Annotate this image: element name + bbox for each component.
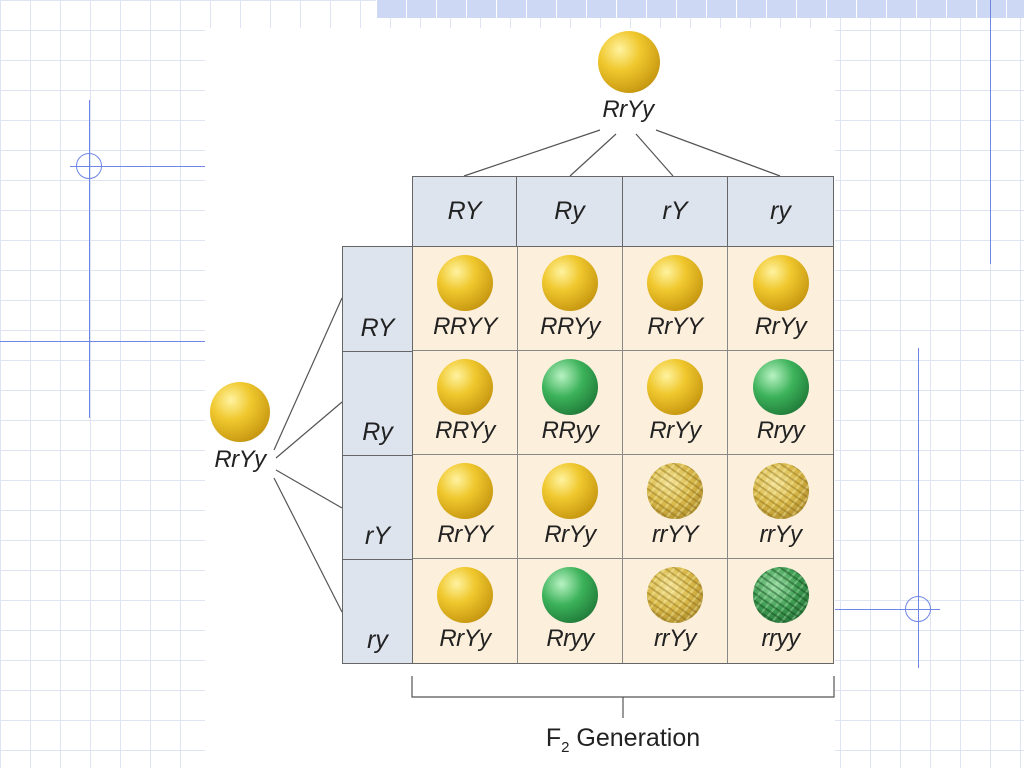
yellow-round-pea-icon [647, 359, 703, 415]
punnett-cell: rrYy [728, 455, 833, 559]
punnett-cell: RrYy [623, 351, 728, 455]
yellow-round-pea-icon [437, 255, 493, 311]
row-gamete-2: Ry [342, 351, 413, 456]
cell-genotype: rrYY [652, 521, 699, 548]
row-gamete-1: RY [342, 246, 413, 352]
cell-genotype: RRYY [433, 313, 497, 340]
green-round-pea-icon [752, 359, 809, 415]
deco-circle-left [76, 153, 102, 179]
top-parent-genotype: RrYy [602, 96, 654, 123]
slide-top-band [376, 0, 1024, 18]
punnett-cell: Rryy [518, 559, 623, 663]
cell-genotype: RRYy [540, 313, 600, 340]
cell-genotype: RRyy [541, 417, 599, 444]
punnett-cell: RRyy [518, 351, 623, 455]
punnett-cell: RrYY [623, 247, 728, 351]
deco-circle-right [905, 596, 931, 622]
green-wrinkled-pea-icon [752, 567, 809, 623]
left-parent-pea-icon [210, 382, 270, 442]
deco-line-left-vertical [89, 100, 90, 418]
cell-genotype: rrYy [759, 521, 803, 548]
generation-label-suffix: Generation [569, 724, 701, 752]
cell-genotype: RrYY [647, 313, 703, 340]
cell-genotype: rryy [761, 625, 800, 652]
left-parent-genotype: RrYy [214, 446, 266, 473]
generation-label-prefix: F [545, 724, 562, 752]
cell-genotype: RrYY [437, 521, 493, 548]
deco-line-left-horizontal-2 [0, 341, 205, 342]
generation-label-subscript: 2 [561, 739, 570, 756]
top-parent-pea-icon [598, 31, 660, 93]
punnett-cell: RrYy [413, 559, 518, 663]
cell-genotype: RrYy [544, 521, 596, 548]
column-gamete-1: RY [412, 176, 517, 247]
yellow-round-pea-icon [542, 463, 598, 519]
punnett-cell: RrYy [518, 455, 623, 559]
punnett-cell: rryy [728, 559, 833, 663]
yellow-round-pea-icon [437, 359, 493, 415]
green-round-pea-icon [542, 567, 598, 623]
punnett-cell: RRYy [413, 351, 518, 455]
cell-genotype: RrYy [649, 417, 701, 444]
punnett-cell: RRYY [413, 247, 518, 351]
row-gamete-4: ry [342, 559, 413, 664]
cell-genotype: rrYy [654, 625, 697, 652]
green-round-pea-icon [542, 359, 598, 415]
yellow-round-pea-icon [542, 255, 598, 311]
generation-label: F2 Generation [412, 724, 834, 756]
cell-genotype: Rryy [756, 417, 805, 444]
yellow-round-pea-icon [647, 255, 703, 311]
punnett-cell: RRYy [518, 247, 623, 351]
deco-line-right-vertical-top [990, 0, 991, 264]
cell-genotype: RrYy [754, 313, 807, 340]
yellow-wrinkled-pea-icon [752, 463, 809, 519]
row-gamete-3: rY [342, 455, 413, 560]
column-gamete-3: rY [622, 176, 728, 247]
punnett-cell: rrYY [623, 455, 728, 559]
punnett-cell: rrYy [623, 559, 728, 663]
yellow-round-pea-icon [437, 463, 493, 519]
yellow-round-pea-icon [752, 255, 809, 311]
punnett-cell: RrYY [413, 455, 518, 559]
yellow-wrinkled-pea-icon [647, 567, 703, 623]
punnett-cell: RrYy [728, 247, 833, 351]
deco-line-right-horizontal [835, 609, 940, 610]
yellow-round-pea-icon [437, 567, 493, 623]
punnett-cell: Rryy [728, 351, 833, 455]
column-gamete-2: Ry [516, 176, 623, 247]
yellow-wrinkled-pea-icon [647, 463, 703, 519]
cell-genotype: RrYy [439, 625, 491, 652]
cell-genotype: RRYy [435, 417, 495, 444]
cell-genotype: Rryy [546, 625, 594, 652]
deco-line-right-vertical-bottom [918, 348, 919, 668]
column-gamete-4: ry [727, 176, 834, 247]
deco-line-left-horizontal-1 [70, 166, 205, 167]
